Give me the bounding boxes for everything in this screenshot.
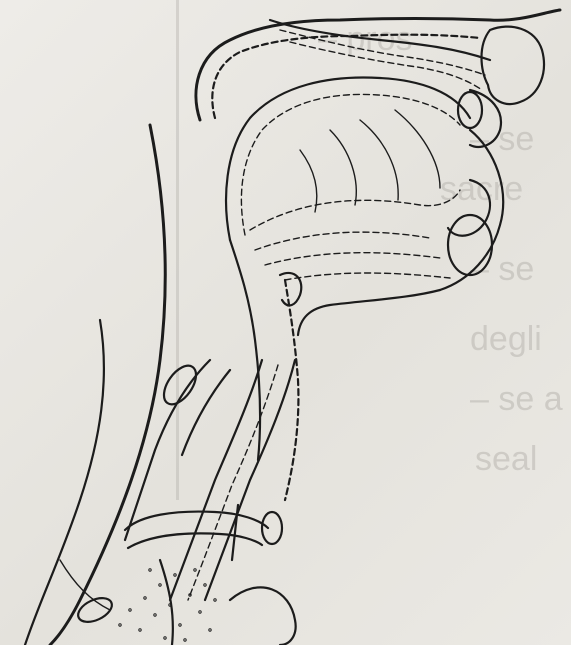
tongue-line-3 — [265, 253, 440, 265]
tongue-curl-2 — [360, 120, 398, 200]
esophageal-opening — [158, 360, 203, 410]
jaw-underside — [298, 290, 440, 335]
throat-skin-line — [60, 560, 110, 610]
tongue-curl-4 — [300, 150, 317, 212]
tube-left-edge — [170, 360, 262, 600]
tongue-line-4 — [285, 273, 450, 280]
tongue-curl-1 — [330, 130, 356, 205]
tongue-line-1 — [250, 190, 460, 230]
trachea-outline — [160, 560, 173, 645]
pharynx-posterior-wall — [230, 240, 260, 460]
chin-outline — [440, 130, 503, 290]
lower-lip-outline — [448, 180, 490, 236]
tongue-curl-3 — [395, 110, 440, 188]
tube-connector-cap — [262, 512, 282, 544]
neck-posterior-outline — [50, 125, 165, 645]
tongue-line-2 — [255, 232, 430, 250]
upper-teeth-shape — [458, 92, 482, 128]
thyroid-lobe — [230, 587, 296, 645]
epiglottis-outline — [280, 273, 301, 305]
nose-outline — [482, 27, 544, 104]
tissue-stippling — [119, 569, 216, 641]
palate-arc-inner — [241, 94, 460, 235]
neck-posterior-inner — [25, 320, 104, 645]
lower-jaw-mass — [448, 215, 492, 275]
nasal-cavity-roof — [270, 20, 490, 60]
tube-centerline — [188, 365, 278, 600]
